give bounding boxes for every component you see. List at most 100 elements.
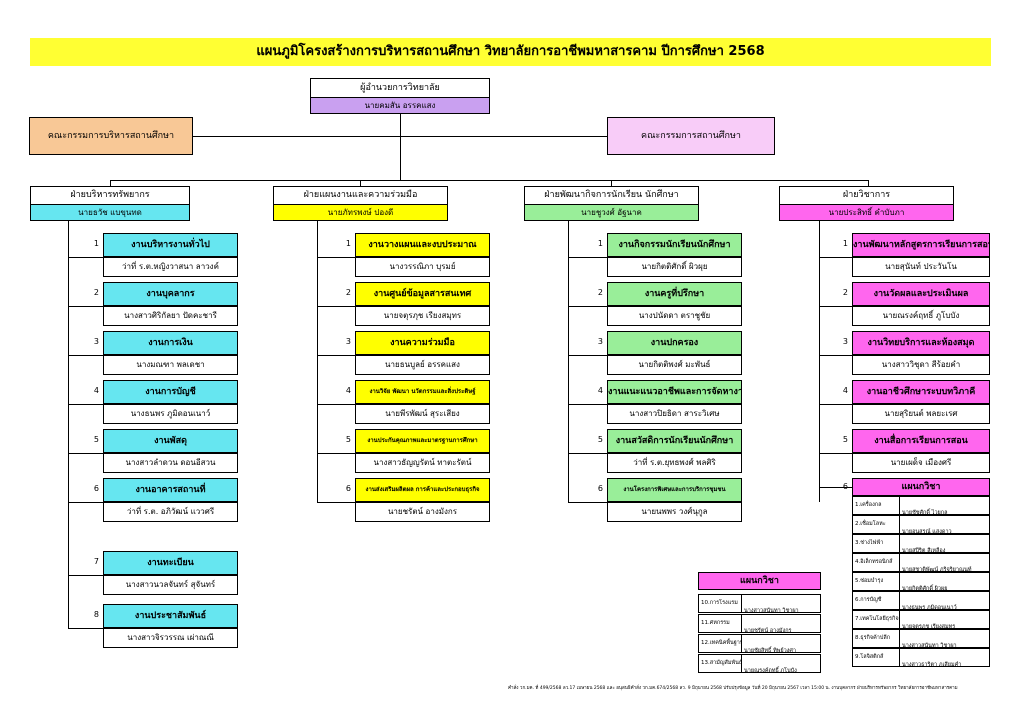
- task-person: นายกิตติพงศ์ มะพันธ์: [607, 355, 742, 375]
- task-number: 1: [93, 239, 99, 248]
- task-number: 2: [842, 288, 848, 297]
- task-box: งานสวัสดิการนักเรียนนักศึกษา: [607, 429, 742, 453]
- task-box: งานวิทยบริการและห้องสมุด: [852, 331, 990, 355]
- task-number: 7: [93, 557, 99, 566]
- task-box: งานโครงการพิเศษและการบริการชุมชน: [607, 478, 742, 502]
- task-box: งานประกันคุณภาพและมาตรฐานการศึกษา: [355, 429, 490, 453]
- connector: [68, 453, 103, 454]
- plan-row: 1.เครื่องกลนายชัชศักดิ์ ไวยกูล: [852, 496, 990, 515]
- connector: [317, 502, 355, 503]
- task-person: นายธนบูลย์ อรรคแสง: [355, 355, 490, 375]
- task-box: งานพัฒนาหลักสูตรการเรียนการสอน: [852, 233, 990, 257]
- task-person: นายณรงค์ฤทธิ์ ภูโบบัง: [852, 306, 990, 326]
- task-person: นายจตุรภุช เรียงสมุทร: [355, 306, 490, 326]
- plan-dept: 2.เชื่อมโลหะ: [853, 516, 900, 533]
- plan-person: นายจตุรภุช เรียงสมุทร: [902, 624, 956, 629]
- connector: [110, 180, 111, 186]
- task-box: งานประชาสัมพันธ์: [103, 604, 238, 628]
- task-number: 2: [597, 288, 603, 297]
- plan-dept: 3.ช่างไฟฟ้า: [853, 535, 900, 552]
- connector: [317, 306, 355, 307]
- task-person: นายพีรพัฒน์ สุระเสียง: [355, 404, 490, 424]
- plan-person: นางธนพร ภูมิดอนเนาว์: [902, 605, 957, 610]
- connector: [568, 453, 607, 454]
- task-box: งานสื่อการเรียนการสอน: [852, 429, 990, 453]
- department-head-name: นายธวัช แบขุนทด: [30, 204, 190, 221]
- connector: [68, 306, 103, 307]
- task-number: 3: [93, 337, 99, 346]
- task-number: 5: [93, 435, 99, 444]
- task-number: 4: [93, 386, 99, 395]
- plan-person: นายอนุสรณ์ แสงดาว: [902, 529, 952, 534]
- connector: [611, 180, 612, 186]
- plan-person: นางสาวธาริตา ภูเสียมคำ: [902, 662, 962, 667]
- task-box: งานพัสดุ: [103, 429, 238, 453]
- connector: [317, 453, 355, 454]
- task-person: นางสาวศิริกัลยา ปัดคะชารี: [103, 306, 238, 326]
- task-number: 5: [597, 435, 603, 444]
- plan-dept: 4.อิเล็กทรอนิกส์: [853, 554, 900, 571]
- plan-person: นายชัชศักดิ์ ไวยกูล: [902, 510, 948, 515]
- committee-admin: คณะกรรมการบริหารสถานศึกษา: [29, 117, 193, 155]
- task-person: นายสุนันท์ ประวันโน: [852, 257, 990, 277]
- connector: [819, 453, 852, 454]
- task-box: งานทะเบียน: [103, 551, 238, 575]
- task-person: ว่าที่ ร.ต.หญิงวาสนา ลาวงค์: [103, 257, 238, 277]
- connector: [400, 114, 401, 180]
- task-person: นายเผด็จ เมืองศรี: [852, 453, 990, 473]
- task-number: 1: [597, 239, 603, 248]
- plan-row: 7.เทคโนโลยีธุรกิจดิจิทัลนายจตุรภุช เรียง…: [852, 610, 990, 629]
- task-number: 8: [93, 610, 99, 619]
- task-box: งานความร่วมมือ: [355, 331, 490, 355]
- task-person: ว่าที่ ร.ต. อภิวัฒน์ แววศรี: [103, 502, 238, 522]
- connector: [819, 221, 820, 502]
- task-box: งานการบัญชี: [103, 380, 238, 404]
- connector: [868, 180, 869, 186]
- connector: [68, 257, 103, 258]
- task-box: งานอาชีวศึกษาระบบทวิภาคี: [852, 380, 990, 404]
- plan-title: แผนกวิชา: [698, 572, 821, 590]
- director-position: ผู้อำนวยการวิทยาลัย: [310, 78, 490, 98]
- plan-person: นายชัยสิทธิ์ ทิพย์วงศา: [744, 648, 796, 653]
- director-name: นายคมสัน อรรคแสง: [310, 97, 490, 114]
- plan-person: นายณรงค์ฤทธิ์ ภูโบบัง: [744, 668, 797, 673]
- task-box: งานปกครอง: [607, 331, 742, 355]
- task-box: งานการเงิน: [103, 331, 238, 355]
- plan-row: 8.ธุรกิจค้าปลีกนางสาวสุนันทา วิชาผา: [852, 629, 990, 648]
- connector: [568, 355, 607, 356]
- plan-row: 4.อิเล็กทรอนิกส์นายสุชาติพัฒน์ ภูริจริยา…: [852, 553, 990, 572]
- task-person: นายชรัตน์ อางมังกร: [355, 502, 490, 522]
- task-person: นายนพพร วงศ์นุกูล: [607, 502, 742, 522]
- task-person: นางสาวธัญญรัตน์ ทาตะรัตน์: [355, 453, 490, 473]
- plan-row: 6.การบัญชีนางธนพร ภูมิดอนเนาว์: [852, 591, 990, 610]
- task-number: 6: [345, 484, 351, 493]
- plan-dept: 12.เทคนิคพื้นฐาน: [699, 635, 742, 652]
- task-box: งานบริหารงานทั่วไป: [103, 233, 238, 257]
- plan-dept: 11.ศหกรรม: [699, 615, 742, 632]
- plan-title: แผนกวิชา: [852, 478, 990, 496]
- connector: [193, 136, 607, 137]
- connector: [819, 306, 852, 307]
- connector: [568, 502, 607, 503]
- connector: [819, 487, 852, 488]
- task-person: นางสาววิชุดา สีร้อยคำ: [852, 355, 990, 375]
- task-number: 5: [842, 435, 848, 444]
- connector: [110, 180, 868, 181]
- plan-dept: 7.เทคโนโลยีธุรกิจดิจิทัล: [853, 611, 900, 628]
- department-head-title: ฝ่ายวิชาการ: [779, 186, 954, 205]
- task-person: นางสาวจิรวรรณ เผ่าณณี: [103, 628, 238, 648]
- task-number: 3: [842, 337, 848, 346]
- plan-person: นายสุชาติพัฒน์ ภูริจริยาณนท์: [902, 567, 972, 572]
- connector: [568, 257, 607, 258]
- plan-person: นางสาวสุนันทา วิชาผา: [902, 643, 957, 648]
- plan-dept: 9.โลจิสติกส์: [853, 649, 900, 666]
- task-number: 4: [345, 386, 351, 395]
- connector: [68, 404, 103, 405]
- task-number: 5: [345, 435, 351, 444]
- connector: [317, 355, 355, 356]
- plan-person: นางสาวสุนันทา วิชาผา: [744, 608, 799, 613]
- connector: [68, 221, 69, 628]
- task-person: นางธนพร ภูมิดอนเนาว์: [103, 404, 238, 424]
- plan-row: 11.ศหกรรมนายชรัตน์ อางมังกร: [698, 614, 821, 633]
- task-person: นางสาวปิยธิดา สาระวิเศษ: [607, 404, 742, 424]
